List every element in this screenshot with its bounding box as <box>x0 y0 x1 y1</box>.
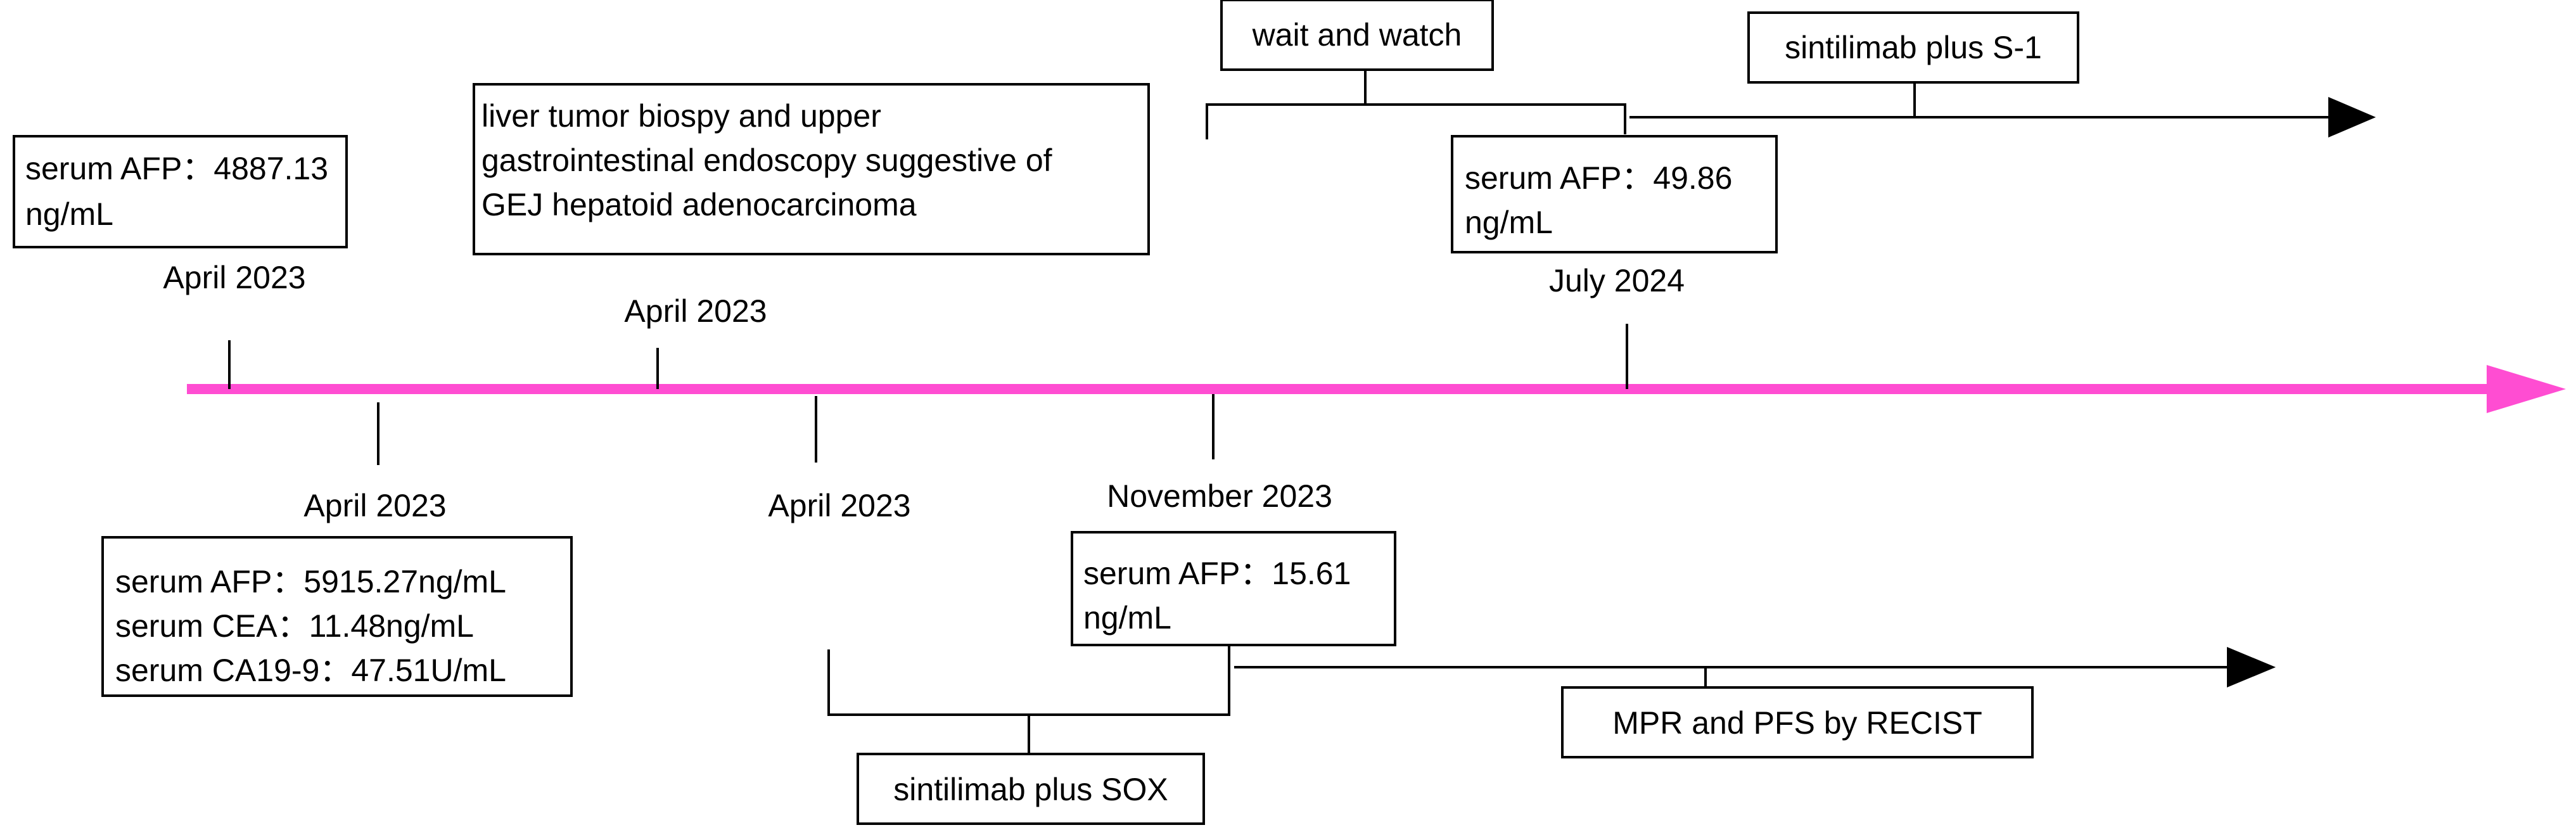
event-info-box <box>1451 135 1778 253</box>
phase-arrow-head <box>2328 97 2376 137</box>
phase-mpr-pfs: MPR and PFS by RECIST <box>1234 647 2276 758</box>
event-info-line-1: serum AFP：5915.27ng/mL <box>115 564 506 599</box>
timeline-axis-arrowhead <box>2487 365 2566 413</box>
event-biopsy-endoscopy: April 2023 liver tumor biospy and upper … <box>473 83 1150 389</box>
phase-bracket <box>1206 103 1626 139</box>
event-april-2023-treatment-start: April 2023 <box>768 396 911 523</box>
event-info-line-2: gastrointestinal endoscopy suggestive of <box>481 143 1052 178</box>
event-afp-15-61: November 2023 serum AFP：15.61 ng/mL <box>1071 394 1396 646</box>
phase-label: sintilimab plus S-1 <box>1785 30 2042 65</box>
event-date-label: April 2023 <box>768 488 910 523</box>
event-info-line-3: GEJ hepatoid adenocarcinoma <box>481 187 917 222</box>
event-info-line-1: serum AFP：4887.13 <box>25 151 328 186</box>
phase-wait-and-watch: wait and watch <box>1206 0 1626 139</box>
event-info-box <box>101 536 573 697</box>
phase-sintilimab-sox: sintilimab plus SOX <box>827 645 1230 825</box>
event-info-box <box>1071 531 1396 646</box>
phase-label: wait and watch <box>1252 17 1462 53</box>
event-afp-4887: April 2023 serum AFP：4887.13 ng/mL <box>13 135 348 389</box>
event-info-line-2: ng/mL <box>1465 205 1553 240</box>
event-info-line-2: serum CEA：11.48ng/mL <box>115 608 474 644</box>
event-info-line-2: ng/mL <box>25 196 113 232</box>
event-afp-49-86: July 2024 serum AFP：49.86 ng/mL <box>1451 135 1778 389</box>
phase-sintilimab-s1: sintilimab plus S-1 <box>1629 11 2376 137</box>
event-info-line-1: serum AFP：15.61 <box>1083 556 1351 591</box>
event-info-box <box>473 83 1150 255</box>
phase-label: sintilimab plus SOX <box>893 772 1168 807</box>
event-info-line-1: serum AFP：49.86 <box>1465 160 1732 196</box>
event-info-box <box>13 135 348 248</box>
event-date-label: April 2023 <box>303 488 446 523</box>
event-date-label: July 2024 <box>1549 263 1685 298</box>
event-afp-5915-cea-ca199: April 2023 serum AFP：5915.27ng/mL serum … <box>101 402 573 697</box>
event-info-line-1: liver tumor biospy and upper <box>481 98 881 134</box>
phase-label-box <box>1747 11 2079 84</box>
event-info-line-2: ng/mL <box>1083 600 1171 636</box>
event-date-label: November 2023 <box>1107 478 1332 514</box>
phase-bracket <box>827 645 1230 716</box>
phase-label-box <box>1220 0 1494 71</box>
event-date-label: April 2023 <box>163 260 305 295</box>
event-date-label: April 2023 <box>624 293 767 329</box>
event-info-line-3: serum CA19-9：47.51U/mL <box>115 653 506 688</box>
phase-label: MPR and PFS by RECIST <box>1612 705 1982 741</box>
phase-label-box <box>857 753 1205 825</box>
phase-label-box <box>1561 686 2034 758</box>
phase-arrow-head <box>2227 647 2276 687</box>
